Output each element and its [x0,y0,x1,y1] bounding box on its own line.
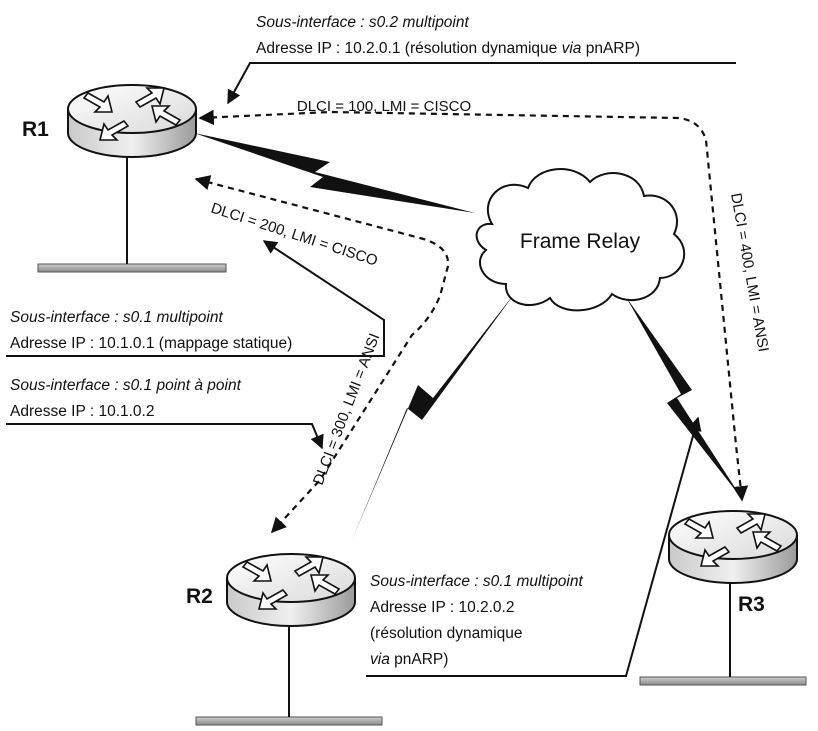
router-label-r2: R2 [186,585,213,608]
dlci-label-r3: DLCI = 400, LMI = ANSI [727,192,772,353]
router-label-r3: R3 [738,593,765,616]
dlci-label-r2: DLCI = 300, LMI = ANSI [310,331,384,487]
annotation-r2-s01: Sous-interface : s0.1 point à point Adre… [6,377,324,450]
annotation-line: Adresse IP : 10.2.0.2 [370,599,514,616]
router-r1 [67,84,197,158]
r1-lan-segment [37,150,227,273]
dlci-label-r1-r2: DLCI = 200, LMI = CISCO [209,200,380,270]
router-icon [67,84,197,158]
annotation-line: via pnARP) [370,651,448,668]
r2-lan-segment [195,625,383,726]
annotation-line: Adresse IP : 10.2.0.1 (résolution dynami… [256,40,640,57]
annotation-r1-s02: Sous-interface : s0.2 multipoint Adresse… [227,14,736,105]
serial-link-r1 [194,133,475,213]
frame-relay-cloud: Frame Relay [475,168,686,312]
annotation-r3-s01: Sous-interface : s0.1 multipoint Adresse… [366,416,702,677]
annotation-line: Sous-interface : s0.1 point à point [10,377,242,394]
router-r2 [226,553,356,627]
annotation-line: Sous-interface : s0.1 multipoint [10,309,223,326]
router-r3 [668,510,798,584]
dlci-label-r1-r3: DLCI = 100, LMI = CISCO [297,98,471,115]
pvc-r1-r3 [198,109,749,502]
annotation-line: Sous-interface : s0.2 multipoint [256,14,469,31]
router-icon [226,553,356,627]
annotation-line: Adresse IP : 10.1.0.1 (mappage statique) [10,335,292,352]
router-label-r1: R1 [22,118,49,141]
r3-lan-segment [639,582,807,686]
annotation-line: Sous-interface : s0.1 multipoint [370,573,583,590]
router-icon [668,510,798,584]
annotation-line: (résolution dynamique [370,625,523,642]
cloud-label: Frame Relay [520,230,641,253]
pvc-r1-r2 [194,175,450,534]
serial-link-r2 [352,289,518,540]
annotation-r1-s01: Sous-interface : s0.1 multipoint Adresse… [6,240,385,357]
annotation-line: Adresse IP : 10.1.0.2 [10,403,154,420]
